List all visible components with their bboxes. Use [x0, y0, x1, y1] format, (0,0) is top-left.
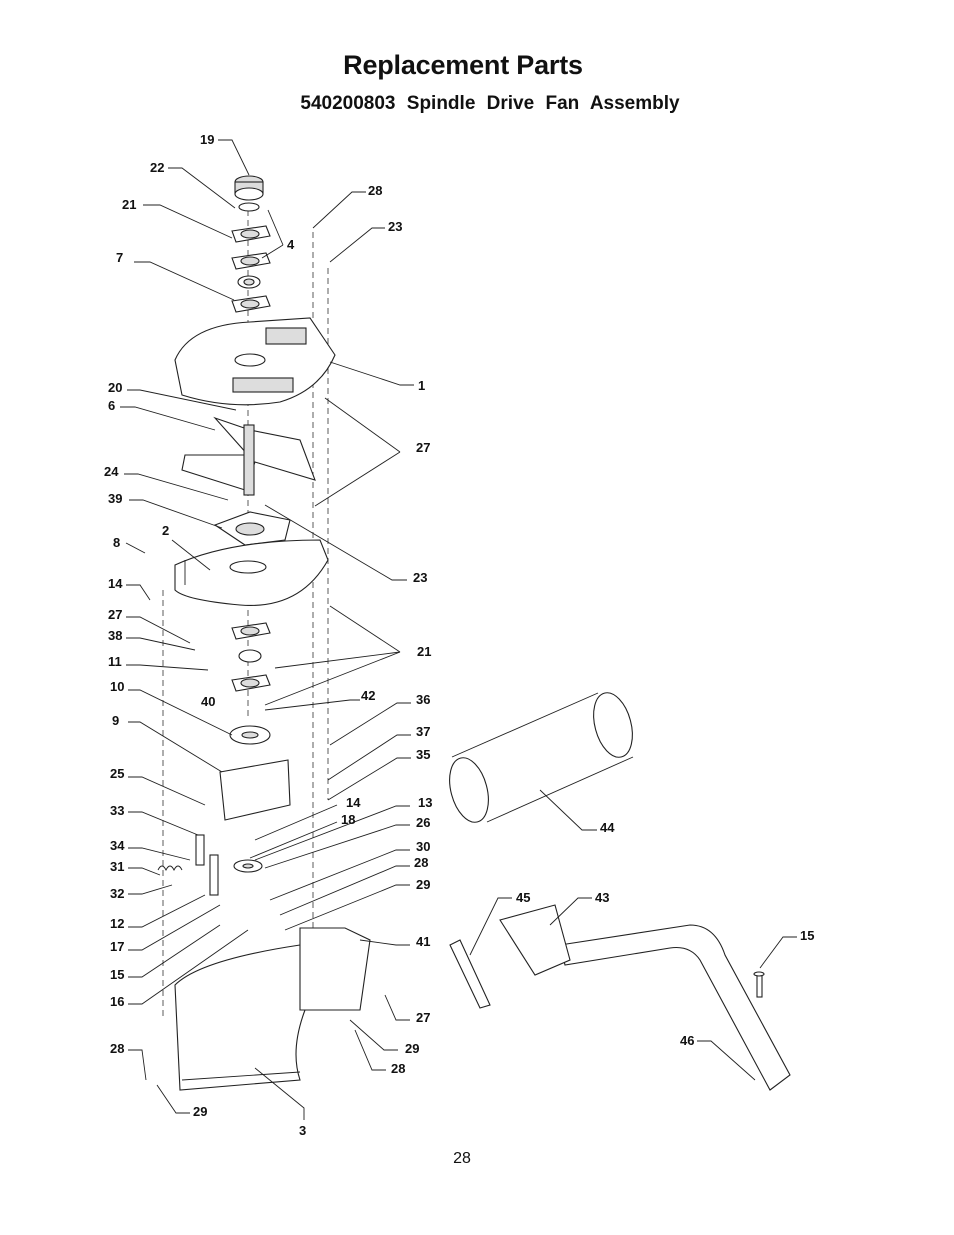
callout-label: 15	[110, 967, 124, 982]
callout-label: 12	[110, 916, 124, 931]
callout-label: 46	[680, 1033, 694, 1048]
bearing-flange-upper-part	[231, 225, 271, 313]
callout-label: 44	[600, 820, 615, 835]
page-number: 28	[453, 1150, 471, 1167]
spindle-cap-part	[234, 175, 264, 212]
bracket-strip-part	[449, 939, 491, 1009]
callout-label: 30	[416, 839, 430, 854]
callout-label: 39	[108, 491, 122, 506]
assembly-subtitle: 540200803 Spindle Drive Fan Assembly	[300, 93, 680, 114]
callout-label: 40	[201, 694, 215, 709]
callout-label: 34	[110, 838, 125, 853]
callout-leaders	[120, 139, 797, 1120]
idler-pulley-part	[195, 834, 263, 896]
fan-blade-part	[181, 416, 316, 496]
callout-label: 10	[110, 679, 124, 694]
callout-label: 38	[108, 628, 122, 643]
callout-label: 14	[108, 576, 123, 591]
callout-label: 11	[108, 654, 122, 669]
fan-housing-lower-part	[174, 539, 329, 607]
callout-label: 9	[112, 713, 119, 728]
callout-label: 29	[405, 1041, 419, 1056]
callout-label: 14	[346, 795, 361, 810]
page-title: Replacement Parts	[343, 50, 583, 80]
callout-label: 43	[595, 890, 609, 905]
bearing-flange-lower-part	[231, 622, 271, 692]
callout-label: 6	[108, 398, 115, 413]
hub-plate-part	[213, 511, 291, 546]
callout-label: 4	[287, 237, 295, 252]
pulley-part	[229, 725, 271, 745]
callout-label: 3	[299, 1123, 306, 1138]
callout-label: 17	[110, 939, 124, 954]
callout-label: 31	[110, 859, 124, 874]
callout-label: 7	[116, 250, 123, 265]
callout-label: 28	[110, 1041, 124, 1056]
callout-label: 29	[193, 1104, 207, 1119]
callout-label: 19	[200, 132, 214, 147]
callout-label: 27	[416, 440, 430, 455]
callout-label: 8	[113, 535, 120, 550]
belt-guard-part	[219, 759, 291, 821]
bolt-part	[753, 971, 765, 998]
callout-label: 41	[416, 934, 430, 949]
callout-label: 37	[416, 724, 430, 739]
callout-label: 22	[150, 160, 164, 175]
callout-label: 21	[122, 197, 136, 212]
callout-label: 33	[110, 803, 124, 818]
callout-label: 29	[416, 877, 430, 892]
callout-label: 28	[414, 855, 428, 870]
callout-label: 2	[162, 523, 169, 538]
callout-label: 28	[368, 183, 382, 198]
callout-label: 20	[108, 380, 122, 395]
callout-label: 23	[388, 219, 402, 234]
spring-part	[157, 865, 183, 872]
callout-label: 13	[418, 795, 432, 810]
callout-label: 35	[416, 747, 430, 762]
callout-label: 28	[391, 1061, 405, 1076]
discharge-chute-part	[174, 927, 371, 1091]
fan-housing-top-part	[174, 317, 336, 406]
callout-label: 18	[341, 812, 355, 827]
handle-tube-part	[559, 924, 791, 1091]
callout-labels: 19 22 21 7 4 28 23 1 20 6 27 24 39 2 23 …	[104, 132, 814, 1138]
callout-label: 16	[110, 994, 124, 1009]
callout-label: 1	[418, 378, 425, 393]
callout-label: 23	[413, 570, 427, 585]
callout-label: 26	[416, 815, 430, 830]
callout-label: 21	[417, 644, 431, 659]
callout-label: 36	[416, 692, 430, 707]
hose-part	[449, 692, 634, 823]
callout-label: 25	[110, 766, 124, 781]
callout-label: 15	[800, 928, 814, 943]
callout-label: 32	[110, 886, 124, 901]
callout-label: 45	[516, 890, 530, 905]
callout-label: 24	[104, 464, 119, 479]
callout-label: 27	[108, 607, 122, 622]
callout-label: 27	[416, 1010, 430, 1025]
callout-label: 42	[361, 688, 375, 703]
